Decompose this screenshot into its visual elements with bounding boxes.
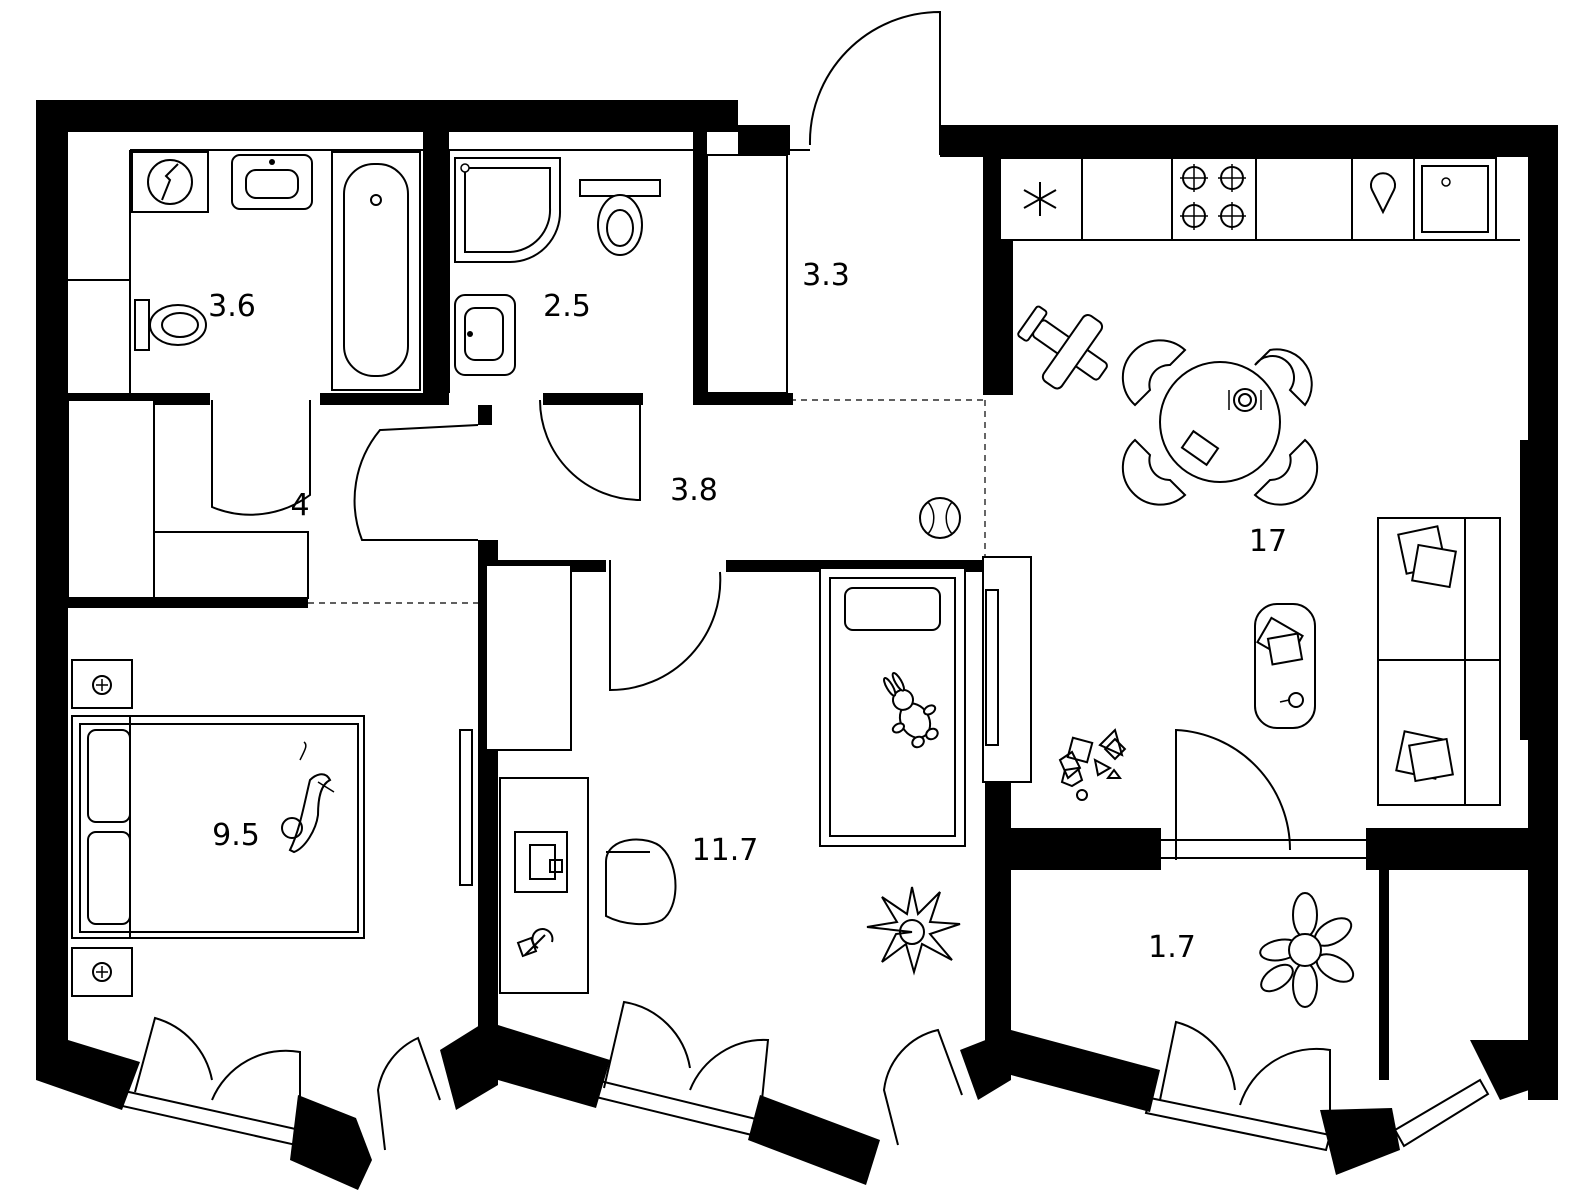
washing-machine-icon [131,151,209,213]
room-area-shower-room: 2.5 [543,289,591,324]
wall-panel [459,729,473,886]
dining-table-icon [1121,339,1319,506]
counter [1081,157,1173,241]
room-area-kids-room: 11.7 [692,833,759,868]
room-area-balcony: 1.7 [1148,930,1196,965]
plant-icon [866,886,961,976]
walls [36,100,1558,1190]
cat-icon [281,741,335,854]
partitions [67,149,1520,751]
room-area-corridor: 3.8 [670,473,718,508]
teddy-bunny-icon [883,671,939,749]
room-area-kitchen-living: 17 [1249,524,1287,559]
toy-airplane-icon [1017,305,1108,390]
toy-blocks-icon [1058,728,1127,801]
room-area-bathroom: 3.6 [208,289,256,324]
tv-icon [982,556,1032,783]
room-area-wardrobe-hall: 3.3 [802,258,850,293]
toilet-icon [579,179,661,256]
chair-icon [605,838,677,926]
doors [211,10,1366,860]
sofa-icon [1377,517,1501,806]
lamp-icon [71,659,133,709]
sink-icon [454,294,516,376]
fridge-icon [999,157,1083,241]
ball-icon [919,497,961,539]
room-area-entry-hall: 4 [290,488,309,523]
lamp-icon [71,947,133,997]
bathtub-icon [331,151,421,391]
bed-icon [819,567,966,847]
desk-icon [499,777,589,994]
sink-icon [231,154,313,210]
counter [1255,157,1353,241]
coffee-table-icon [1254,603,1316,729]
windows [116,1000,1490,1152]
kitchen-sink-icon [1351,157,1497,241]
stove-icon [1171,157,1257,241]
room-area-bedroom: 9.5 [212,818,260,853]
shower-tray-icon [454,157,562,263]
toilet-icon [134,299,207,351]
plant-icon [1259,892,1355,1008]
